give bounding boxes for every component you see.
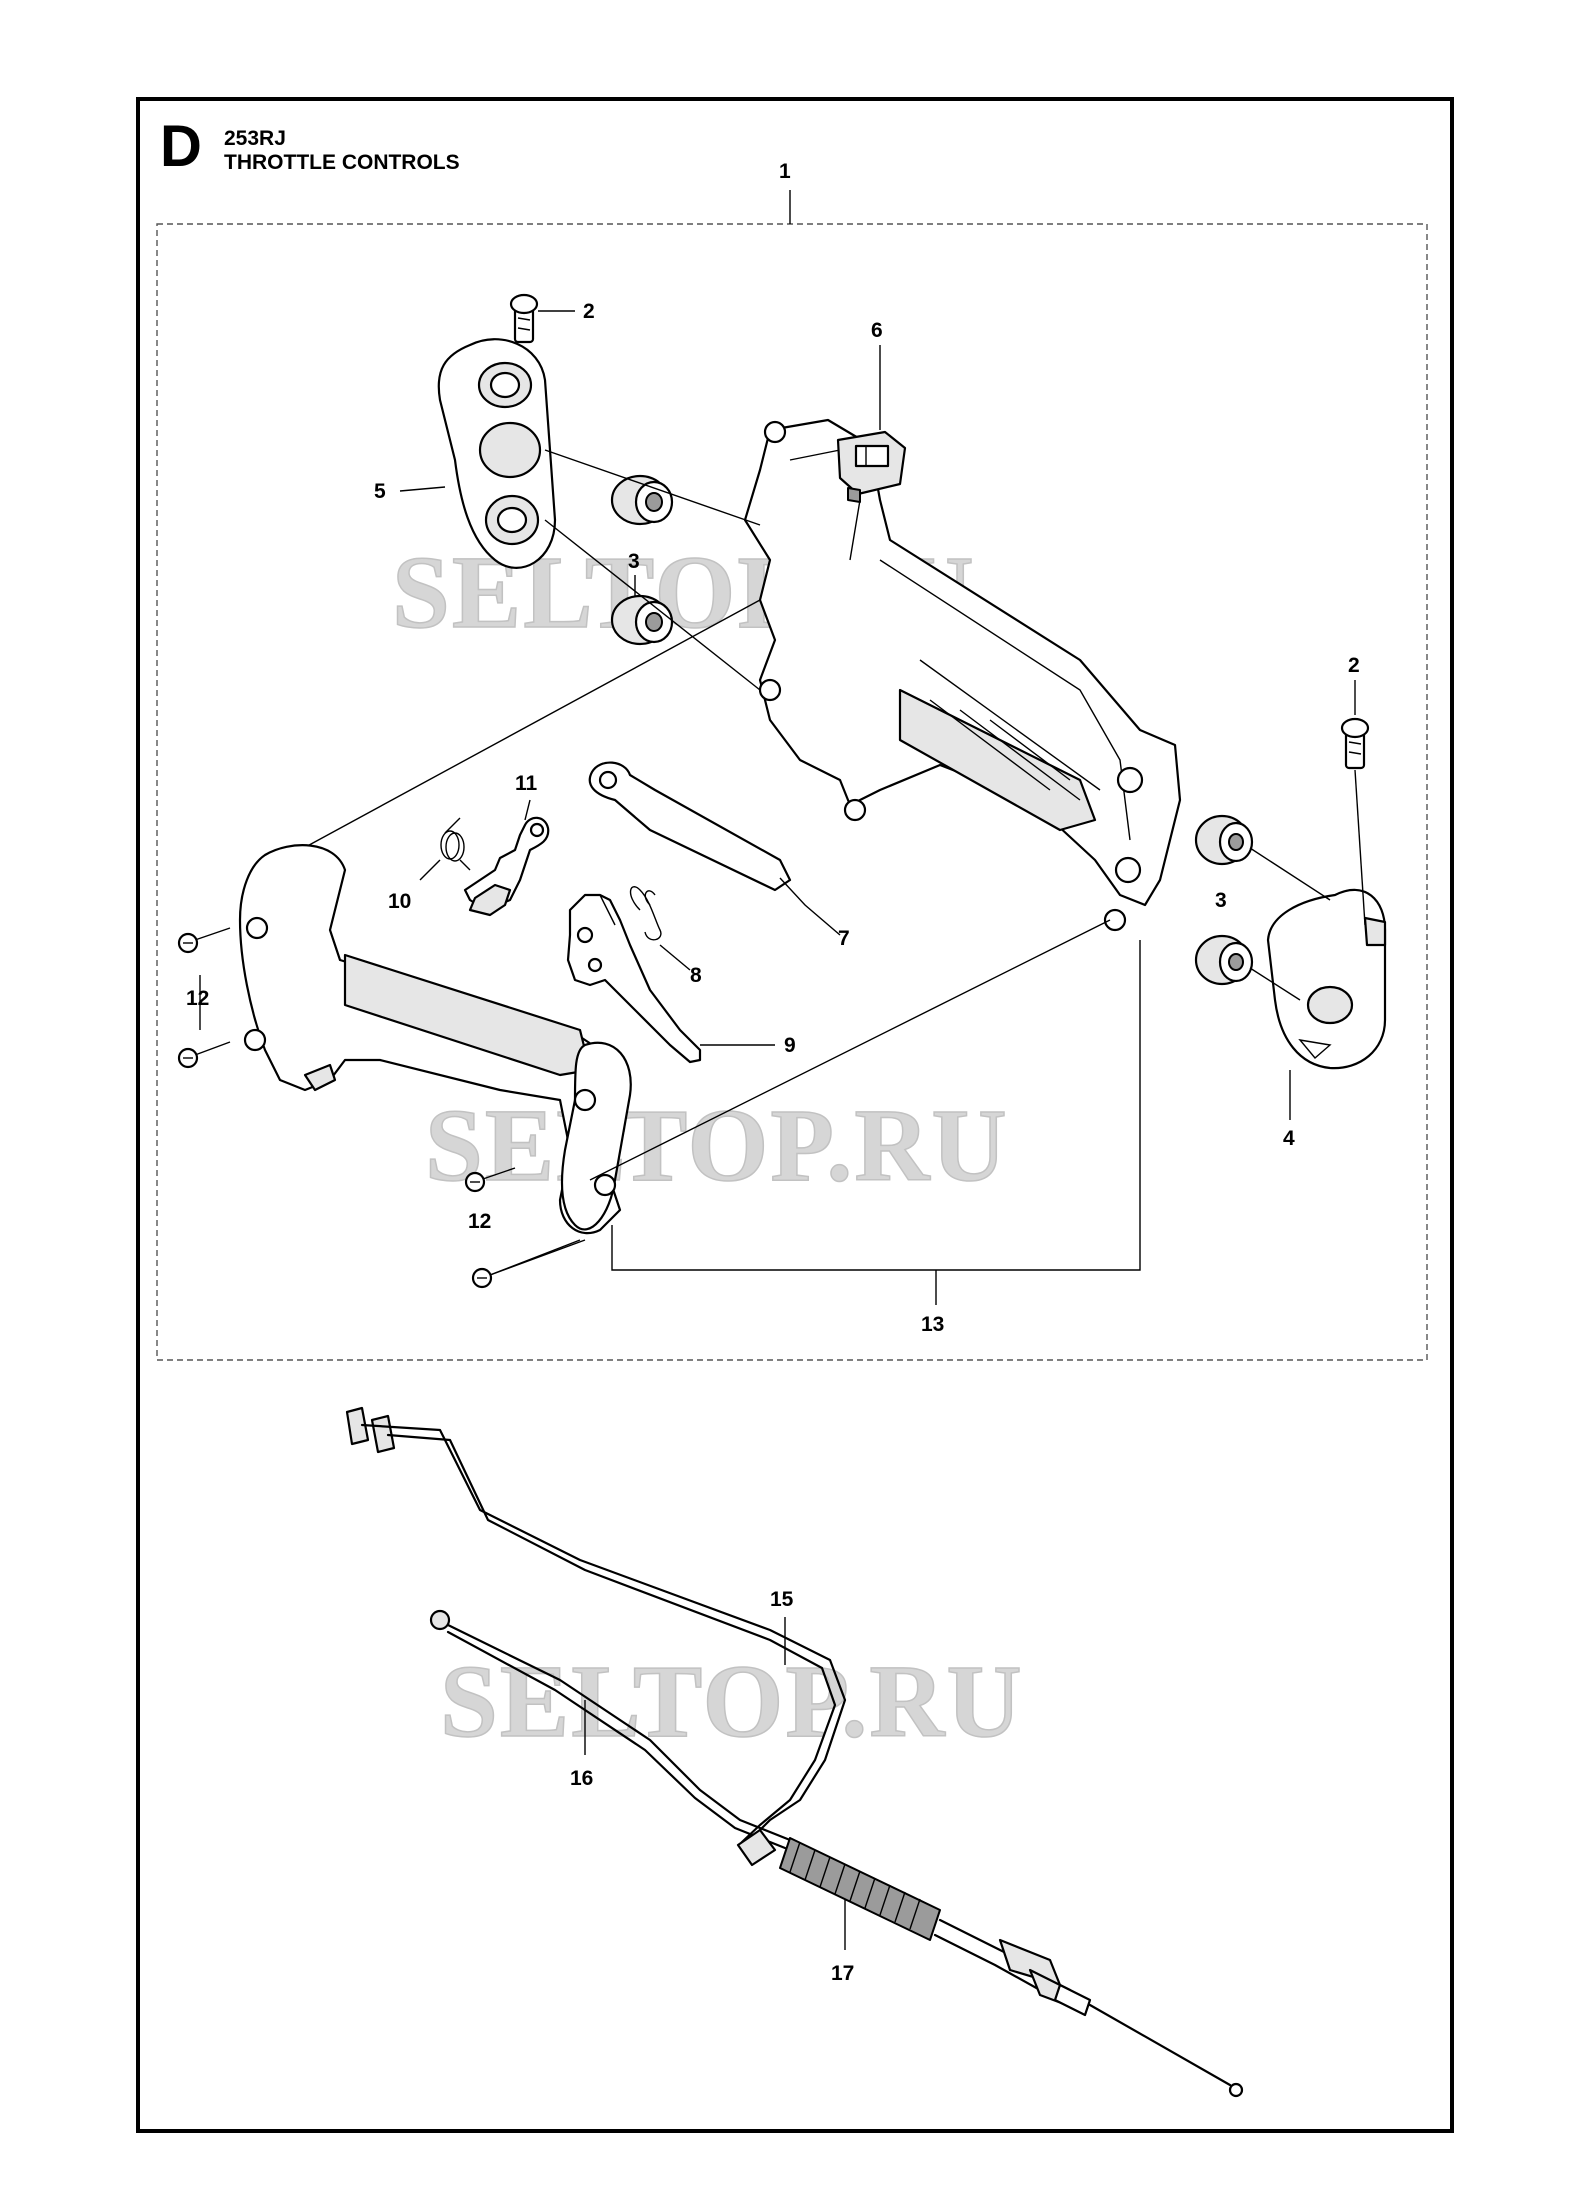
callout-2b: 2 (1348, 654, 1360, 677)
callout-12a: 12 (186, 987, 209, 1010)
screw-grip-2 (177, 1041, 231, 1069)
assembly-boundary (156, 223, 1428, 1361)
watermark-3: SELTOP.RU (440, 1644, 1024, 1759)
callout-4: 4 (1283, 1127, 1295, 1150)
diagram-frame (136, 97, 1454, 2133)
assembly-line (544, 449, 761, 526)
leader-11 (524, 799, 531, 821)
leader-10 (419, 859, 441, 881)
assembly-line (589, 919, 1111, 1181)
screw-grip-1 (177, 927, 231, 954)
trigger-spring (629, 886, 662, 941)
callout-6: 6 (871, 319, 883, 342)
leader-8 (659, 944, 691, 971)
throttle-link-lever (463, 816, 550, 917)
callout-11: 11 (515, 772, 538, 795)
leader-7 (779, 877, 841, 936)
section-letter: D (160, 114, 202, 179)
screw-right (1340, 717, 1370, 770)
callout-10: 10 (388, 890, 411, 913)
callout-3a: 3 (628, 550, 640, 573)
stop-cable (429, 1609, 792, 1850)
callout-7: 7 (838, 927, 850, 950)
callout-5: 5 (374, 480, 386, 503)
leader-2b-axis (1354, 769, 1366, 926)
section-title: THROTTLE CONTROLS (224, 151, 460, 174)
watermark-2: SELTOP.RU (425, 1088, 1009, 1203)
handle-grip (238, 844, 632, 1235)
torsion-spring (440, 817, 471, 871)
right-cover (1266, 888, 1387, 1070)
assembly-line (1249, 967, 1301, 1001)
leader-13-bracket (611, 940, 1141, 1271)
wiring-harness (345, 1406, 847, 1844)
stop-switch (836, 430, 907, 503)
handle-frame (743, 418, 1182, 932)
throttle-cable (736, 1828, 1244, 2098)
left-cover (437, 338, 557, 569)
callout-13: 13 (921, 1313, 944, 1336)
callout-2a: 2 (583, 300, 595, 323)
callout-16: 16 (570, 1767, 593, 1790)
bearing-right-lower (1194, 934, 1254, 986)
assembly-line (544, 519, 761, 691)
throttle-trigger (566, 893, 702, 1064)
assembly-line (299, 599, 761, 851)
model-number: 253RJ (224, 127, 286, 150)
callout-8: 8 (690, 964, 702, 987)
callout-12b: 12 (468, 1210, 491, 1233)
callout-17: 17 (831, 1962, 854, 1985)
screw-grip-3 (464, 1167, 516, 1193)
callout-3b: 3 (1215, 889, 1227, 912)
callout-1: 1 (779, 160, 791, 183)
throttle-lockout-lever (588, 761, 792, 892)
bearing-right-upper (1194, 814, 1254, 866)
assembly-line (489, 1239, 586, 1276)
callout-9: 9 (784, 1034, 796, 1057)
bearing-left-lower (610, 594, 674, 646)
screw-top-left (509, 293, 539, 344)
callout-15: 15 (770, 1588, 794, 1611)
leader-5 (399, 486, 446, 492)
assembly-line (1249, 847, 1331, 901)
